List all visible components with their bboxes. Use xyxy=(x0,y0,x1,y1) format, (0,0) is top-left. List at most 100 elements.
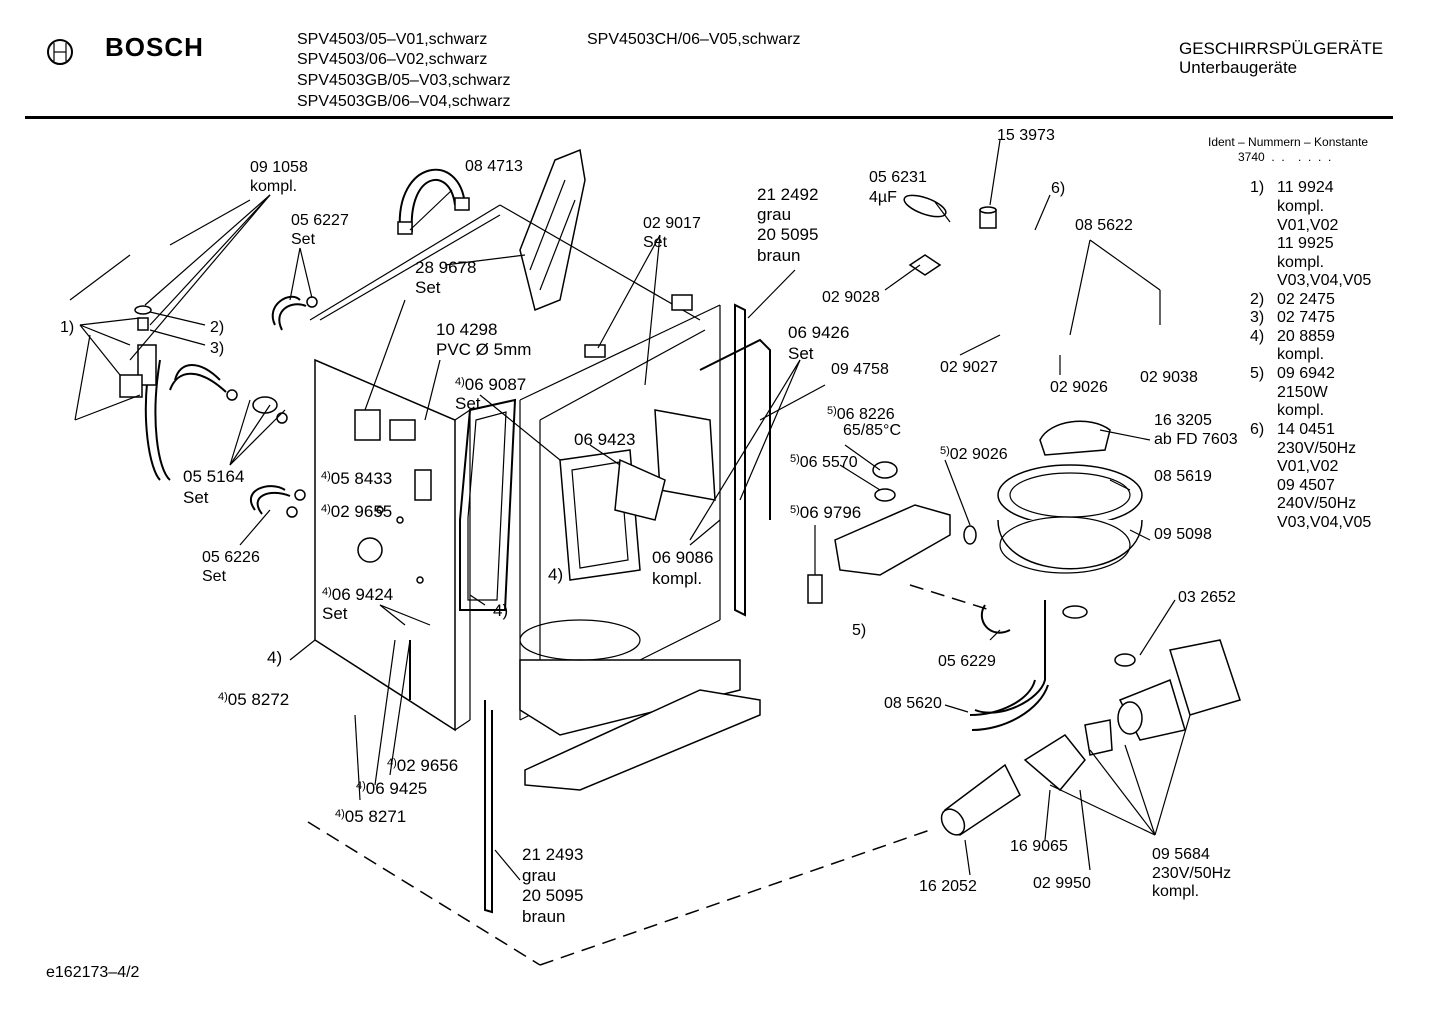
label-058272: 4)05 8272 xyxy=(218,687,289,710)
label-029017-note: Set xyxy=(643,234,668,251)
label-065570-num: 06 5570 xyxy=(799,454,858,471)
label-085619: 08 5619 xyxy=(1154,468,1212,485)
label-065570: 5)06 5570 xyxy=(790,449,858,473)
label-069425-ref: 4) xyxy=(356,780,366,792)
label-162052: 16 2052 xyxy=(919,878,977,895)
leader-lines-left xyxy=(69,194,271,376)
ident-num-2: 2) xyxy=(1250,291,1265,308)
ident-1-line-3: V01,V02 xyxy=(1277,217,1339,234)
ident-6-line-5: 240V/50Hz xyxy=(1277,495,1357,512)
label-029017: 02 9017 xyxy=(643,215,701,232)
label-212492-color1: grau xyxy=(757,205,792,224)
ident-1-line-6: V03,V04,V05 xyxy=(1277,272,1372,289)
door-gasket xyxy=(459,398,517,611)
label-055164-note: Set xyxy=(183,488,209,507)
ident-4-line-2: kompl. xyxy=(1277,346,1325,363)
label-058433: 4)05 8433 xyxy=(321,466,392,489)
label-069796-ref: 5) xyxy=(790,504,800,516)
label-091058: 09 1058 xyxy=(250,159,308,176)
base-outline xyxy=(307,821,931,966)
label-056231-note: 4µF xyxy=(869,189,897,206)
ident-6-line-3: V01,V02 xyxy=(1277,458,1339,475)
ident-1-line-1: 11 9924 xyxy=(1277,179,1334,196)
category-title: GESCHIRRSPÜLGERÄTE xyxy=(1179,39,1384,58)
model-line-3: SPV4503GB/05–V03,schwarz xyxy=(297,72,511,89)
label-068226-ref: 5) xyxy=(827,405,837,417)
label-029656-num: 02 9656 xyxy=(396,756,459,775)
ident-num-1: 1) xyxy=(1250,179,1265,196)
label-153973: 15 3973 xyxy=(997,127,1055,144)
label-ref-4-a: 4) xyxy=(548,565,564,584)
label-069425-num: 06 9425 xyxy=(365,779,428,798)
label-056227-note: Set xyxy=(291,231,316,248)
drawing-id: e162173–4/2 xyxy=(46,964,140,981)
label-069426-note: Set xyxy=(788,344,814,363)
ident-6-line-4: 09 4507 xyxy=(1277,477,1335,494)
ident-5-line-3: kompl. xyxy=(1277,402,1325,419)
bosch-logo-icon xyxy=(47,39,73,65)
label-163205-note: ab FD 7603 xyxy=(1154,431,1238,448)
lower-pipes xyxy=(940,719,1113,837)
label-029027: 02 9027 xyxy=(940,359,998,376)
label-069086-note: kompl. xyxy=(652,569,703,588)
label-058272-ref: 4) xyxy=(218,691,228,703)
dispenser-unit xyxy=(559,409,716,581)
label-069086: 06 9086 xyxy=(652,548,714,567)
inlet-hose-assembly xyxy=(74,305,227,481)
label-212492-color2: braun xyxy=(757,246,801,265)
ident-6-line-2: 230V/50Hz xyxy=(1277,440,1357,457)
ident-num-6: 6) xyxy=(1250,421,1265,438)
label-069087: 4)06 9087 xyxy=(455,372,526,395)
door-seal-strips xyxy=(484,303,771,914)
label-058272-num: 05 8272 xyxy=(227,690,290,709)
label-029655-ref: 4) xyxy=(321,503,331,515)
label-069426: 06 9426 xyxy=(788,323,850,342)
label-091058-note: kompl. xyxy=(250,178,298,195)
label-029026-a: 02 9026 xyxy=(1050,379,1108,396)
inlet-valve xyxy=(1114,639,1241,741)
label-212492: 21 2492 xyxy=(757,185,819,204)
brand-name: BOSCH xyxy=(105,32,204,62)
label-ref-4-b: 4) xyxy=(493,601,509,620)
label-029038: 02 9038 xyxy=(1140,369,1198,386)
ident-1-line-2: kompl. xyxy=(1277,198,1325,215)
leader-lines xyxy=(229,139,1191,881)
sump-assembly xyxy=(963,420,1143,714)
category-subtitle: Unterbaugeräte xyxy=(1179,58,1298,77)
label-032652: 03 2652 xyxy=(1178,589,1236,606)
label-ref-6: 6) xyxy=(1051,180,1066,197)
drain-hose xyxy=(969,679,1049,731)
label-058433-ref: 4) xyxy=(321,470,331,482)
label-212492-alt: 20 5095 xyxy=(757,225,819,244)
label-068226-num: 06 8226 xyxy=(836,406,895,423)
ident-4-line-1: 20 8859 xyxy=(1277,328,1335,345)
label-029026-b-ref: 5) xyxy=(940,445,950,457)
label-085622: 08 5622 xyxy=(1075,217,1133,234)
label-095098: 09 5098 xyxy=(1154,526,1212,543)
ident-num-3: 3) xyxy=(1250,309,1265,326)
model-line-2: SPV4503/06–V02,schwarz xyxy=(297,51,488,68)
label-029655-num: 02 9655 xyxy=(330,502,393,521)
ident-5-line-1: 09 6942 xyxy=(1277,365,1335,382)
label-069424-num: 06 9424 xyxy=(331,585,394,604)
label-069425: 4)06 9425 xyxy=(356,776,427,799)
label-058433-num: 05 8433 xyxy=(330,469,393,488)
label-095684-voltage: 230V/50Hz xyxy=(1152,865,1232,882)
label-212493-color1: grau xyxy=(522,866,557,885)
label-ref-2: 2) xyxy=(210,319,225,336)
model-line-1: SPV4503/05–V01,schwarz xyxy=(297,31,488,48)
ident-num-5: 5) xyxy=(1250,365,1265,382)
label-069796: 5)06 9796 xyxy=(790,500,861,523)
label-029655: 4)02 9655 xyxy=(321,499,392,522)
hose-pieces xyxy=(226,295,318,518)
label-056226-note: Set xyxy=(202,568,227,585)
label-212493-alt: 20 5095 xyxy=(522,886,584,905)
model-line-4: SPV4503GB/06–V04,schwarz xyxy=(297,93,511,110)
label-212493-color2: braun xyxy=(522,907,566,926)
capacitor-part xyxy=(903,194,997,276)
hose-clip-part xyxy=(397,168,470,235)
label-069796-num: 06 9796 xyxy=(799,503,862,522)
label-104298-note: PVC Ø 5mm xyxy=(436,340,532,359)
label-069087-ref: 4) xyxy=(455,376,465,388)
